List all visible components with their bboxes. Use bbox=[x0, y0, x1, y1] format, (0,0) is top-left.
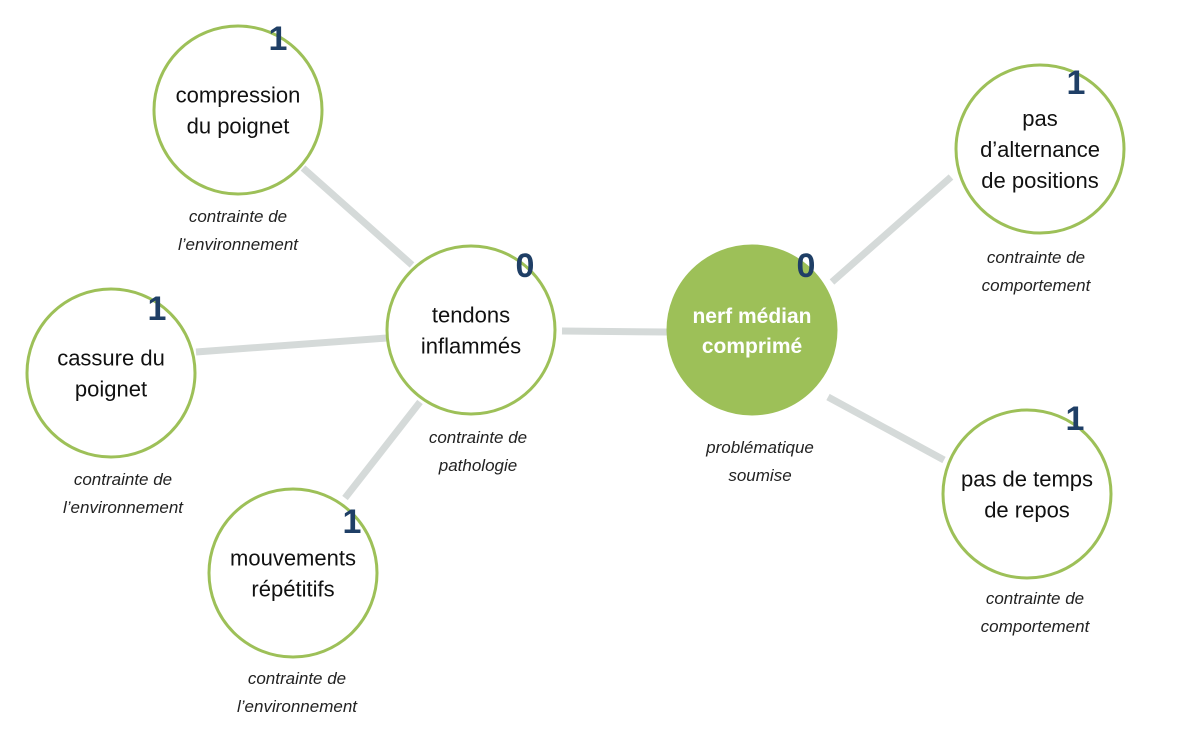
edge-compression-tendons bbox=[300, 165, 415, 268]
node-caption-line: l’environnement bbox=[63, 498, 184, 517]
node-caption-line: contrainte de bbox=[987, 248, 1085, 267]
node-count-badge: 1 bbox=[1067, 64, 1086, 102]
node-tendons: tendons inflammés 0 contrainte de pathologie bbox=[385, 244, 557, 475]
node-count-badge: 1 bbox=[269, 20, 288, 58]
node-mouvements: mouvements répétitifs 1 contrainte de l’envi… bbox=[207, 487, 379, 716]
node-compression: compression du poignet 1 contrainte de l’env… bbox=[152, 20, 324, 254]
node-caption-line: l’environnement bbox=[178, 235, 299, 254]
node-caption-line: comportement bbox=[982, 276, 1092, 295]
node-caption-line: pathologie bbox=[438, 456, 517, 475]
node-count-badge: 1 bbox=[343, 503, 362, 541]
node-label-line: d’alternance bbox=[980, 137, 1100, 162]
node-circle bbox=[666, 244, 838, 416]
node-label-line: de repos bbox=[984, 498, 1070, 523]
node-caption-line: contrainte de bbox=[986, 589, 1084, 608]
node-label-line: nerf médian bbox=[692, 305, 811, 328]
node-label-line: mouvements bbox=[230, 546, 356, 571]
node-circle bbox=[385, 244, 557, 416]
node-caption-line: contrainte de bbox=[74, 470, 172, 489]
node-caption-line: comportement bbox=[981, 617, 1091, 636]
edges-layer bbox=[195, 165, 954, 501]
node-count-badge: 0 bbox=[797, 247, 816, 285]
node-label-line: comprimé bbox=[702, 335, 802, 358]
nodes-layer: compression du poignet 1 contrainte de l’env… bbox=[25, 20, 1126, 716]
node-circle bbox=[152, 24, 324, 196]
node-alternance: pas d’alternance de positions 1 contrainte d… bbox=[954, 63, 1126, 295]
node-circle bbox=[25, 287, 197, 459]
edge-mouvements-tendons bbox=[342, 399, 423, 501]
node-caption-line: contrainte de bbox=[189, 207, 287, 226]
node-caption-line: contrainte de bbox=[429, 428, 527, 447]
edge-nerf-alternance bbox=[829, 174, 954, 285]
node-circle bbox=[941, 408, 1113, 580]
node-circle bbox=[207, 487, 379, 659]
node-label-line: du poignet bbox=[187, 114, 290, 139]
node-repos: pas de temps de repos 1 contrainte de compor… bbox=[941, 400, 1113, 636]
node-label-line: pas bbox=[1022, 106, 1057, 131]
node-label-line: de positions bbox=[981, 168, 1098, 193]
node-label-line: inflammés bbox=[421, 334, 521, 359]
node-label-line: cassure du bbox=[57, 346, 165, 371]
node-count-badge: 0 bbox=[516, 247, 535, 285]
node-label-line: tendons bbox=[432, 303, 510, 328]
node-label-line: poignet bbox=[75, 377, 147, 402]
node-nerf: nerf médian comprimé 0 problématique soumise bbox=[666, 244, 838, 485]
node-caption-line: contrainte de bbox=[248, 669, 346, 688]
edge-tendons-nerf bbox=[561, 327, 668, 336]
node-label-line: compression bbox=[176, 83, 301, 108]
node-cassure: cassure du poignet 1 contrainte de l’environ… bbox=[25, 287, 197, 517]
node-label-line: répétitifs bbox=[251, 577, 334, 602]
node-caption-line: problématique bbox=[705, 438, 814, 457]
node-circle bbox=[954, 63, 1126, 235]
node-count-badge: 1 bbox=[148, 290, 167, 328]
node-label-line: pas de temps bbox=[961, 467, 1093, 492]
node-count-badge: 1 bbox=[1066, 400, 1085, 438]
node-caption-line: l’environnement bbox=[237, 697, 358, 716]
node-caption-line: soumise bbox=[728, 466, 791, 485]
edge-nerf-repos bbox=[826, 393, 946, 464]
edge-cassure-tendons bbox=[195, 334, 388, 356]
